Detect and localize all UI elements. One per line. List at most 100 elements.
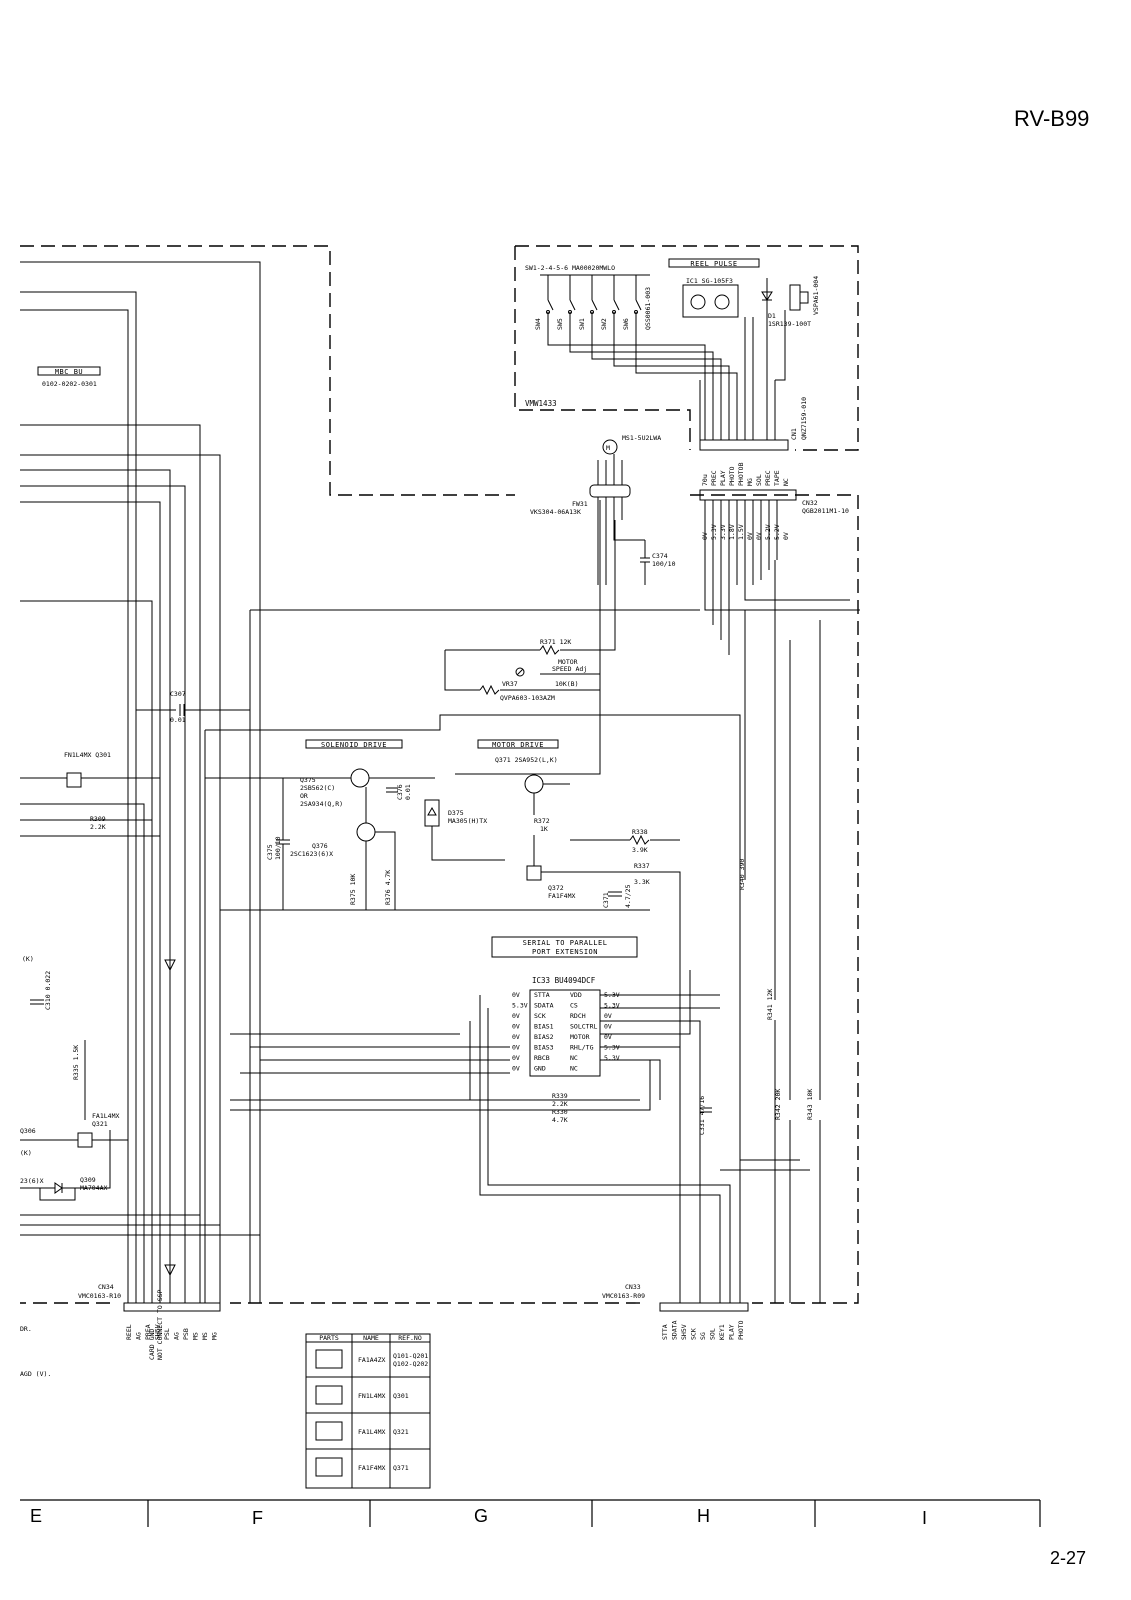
q375-part: 2SB562(C)	[300, 784, 335, 792]
legend-row3-name: FA1L4MX	[358, 1428, 385, 1436]
cn32-pin-label: SOL	[755, 474, 763, 486]
ic33-left-pin: RBCB	[534, 1054, 550, 1062]
sw6-label: SW6	[622, 318, 630, 330]
zone-e: E	[30, 1506, 42, 1526]
ic33-right-volt: 0V	[604, 1033, 612, 1041]
ic33-left-pin: BIAS2	[534, 1033, 554, 1041]
cn34-part: VMC0163-R10	[78, 1292, 121, 1300]
r337-label: R337	[634, 862, 650, 870]
c376-value: 0.01	[404, 784, 412, 800]
cn34-pin-label: MS	[201, 1332, 209, 1340]
serial-title-2: PORT EXTENSION	[532, 948, 598, 956]
ic33-left-volt: 0V	[512, 1044, 520, 1052]
r339-value: 2.2K	[552, 1100, 568, 1108]
q321-symbol	[77, 1132, 93, 1148]
cn33-pin-label: SG	[699, 1332, 707, 1340]
adj-symbol	[515, 667, 525, 677]
ic33-right-volt: 0V	[604, 1023, 612, 1031]
fragment-1: (K)	[22, 955, 34, 963]
serial-title-1: SERIAL TO PARALLEL	[523, 939, 608, 947]
ic33-right-pin: VDD	[570, 991, 582, 999]
cn32-pin-label: PLAY	[719, 470, 727, 486]
legend-row2-name: FN1L4MX	[358, 1392, 385, 1400]
ic33-right-pin: RDCH	[570, 1012, 586, 1020]
model-number: RV-B99	[1014, 106, 1090, 131]
c331-label: C331 47/16	[698, 1096, 706, 1135]
ic33-section: SERIAL TO PARALLEL PORT EXTENSION IC33 B…	[230, 560, 821, 1303]
cn34-note-2: NOT CONNECT TO SSP	[156, 1289, 164, 1360]
r330-label: R330	[552, 1108, 568, 1116]
fragment-2: Q306	[20, 1127, 36, 1135]
q375-symbol	[350, 768, 370, 788]
motor-symbol	[602, 439, 618, 455]
cn34-pin-label: AG	[135, 1332, 143, 1340]
q376-part: 2SC1623(6)X	[290, 850, 333, 858]
cn1-connector	[699, 439, 789, 451]
legend-header-parts: PARTS	[319, 1334, 339, 1342]
cn32-label: CN32	[802, 499, 818, 507]
q375-or: OR	[300, 792, 308, 800]
legend-row1-ref-a: Q101-Q201	[393, 1352, 428, 1360]
motor-drive-title: MOTOR DRIVE	[492, 741, 544, 749]
vspa-label: VSPA61-004	[812, 276, 820, 315]
ic33-left-pin: BIAS1	[534, 1023, 554, 1031]
cn1-part: QNZ7159-010	[800, 397, 808, 440]
mbc-board: MBC BU 0102-0202-0301 C307 0.01 FN1L4MX …	[20, 261, 261, 1378]
cn32-section: CN32 QGB2011M1-10 70u0VPREC5.3VPLAY3.3VP…	[699, 462, 860, 655]
d1-part: 1SR139-100T	[768, 320, 811, 328]
ic33-right-pin: MOTOR	[570, 1033, 590, 1041]
cn34-pin-label: PSL	[163, 1328, 171, 1340]
ic33-left-volt: 0V	[512, 991, 520, 999]
cn1-label: CN1	[790, 428, 798, 440]
sw4-label: SW4	[534, 318, 542, 330]
cn33-pin-label: SDATA	[671, 1320, 679, 1340]
r339-label: R339	[552, 1092, 568, 1100]
cn32-pin-volt: 0V	[755, 532, 763, 540]
d1-label: D1	[768, 312, 776, 320]
r372-value: 1K	[540, 825, 548, 833]
cn33-pin-label: SH5V	[680, 1324, 688, 1340]
legend-header-name: NAME	[363, 1334, 379, 1342]
vr37-label: VR37	[502, 680, 518, 688]
mbc-ref: 0102-0202-0301	[42, 380, 97, 388]
cn33-pin-label: PLAY	[728, 1324, 736, 1340]
cn34-pin-label: PSB	[182, 1328, 190, 1340]
r343-label: R343 18K	[806, 1089, 814, 1120]
cn32-pin-volt: 0V	[782, 532, 790, 540]
ic33-right-pin: SOLCTRL	[570, 1023, 597, 1031]
c371-label: C371	[602, 892, 610, 908]
parts-legend: PARTS NAME REF.NO FA1A4ZX Q101-Q201 Q102…	[305, 1333, 431, 1489]
cn32-pin-volt: 5.3V	[710, 524, 718, 540]
q321-label: Q321	[92, 1120, 108, 1128]
cn34-note-1: CARD GND	[148, 1329, 156, 1360]
cn33-label: CN33	[625, 1283, 641, 1291]
r375-label: R375 10K	[349, 874, 357, 905]
r371-label: R371 12K	[540, 638, 571, 646]
q375-alt: 2SA934(Q,R)	[300, 800, 343, 808]
sw1-label: SW1	[578, 318, 586, 330]
motor-adj-1: MOTOR	[558, 658, 578, 666]
q301-symbol	[66, 772, 82, 788]
cn33-pin-label: PHOTO	[737, 1320, 745, 1340]
fragment-6: AGD (V).	[20, 1370, 51, 1378]
cn33-pin-label: STTA	[661, 1324, 669, 1340]
cn34-pin-label: MG	[211, 1332, 219, 1340]
legend-row2-ref: Q301	[393, 1392, 409, 1400]
r338-label: R338	[632, 828, 648, 836]
ic33-body	[529, 989, 601, 1077]
c310-label: C310 0.022	[44, 971, 52, 1010]
d375-symbol	[424, 799, 440, 827]
zone-bar: E F G H I	[20, 1499, 1041, 1528]
ic33-left-volt: 0V	[512, 1054, 520, 1062]
cn32-pin-volt: 1.8V	[728, 524, 736, 540]
r309-value: 2.2K	[90, 823, 106, 831]
q301-label: FN1L4MX Q301	[64, 751, 111, 759]
legend-row1-name: FA1A4ZX	[358, 1356, 385, 1364]
q376-label: Q376	[312, 842, 328, 850]
ic1-label: IC1 SG-105F3	[686, 277, 733, 285]
ic33-left-volt: 0V	[512, 1023, 520, 1031]
q376-symbol	[356, 822, 376, 842]
cn32-pin-volt: 0V	[746, 532, 754, 540]
motor-adj-2: SPEED Adj	[552, 665, 587, 673]
